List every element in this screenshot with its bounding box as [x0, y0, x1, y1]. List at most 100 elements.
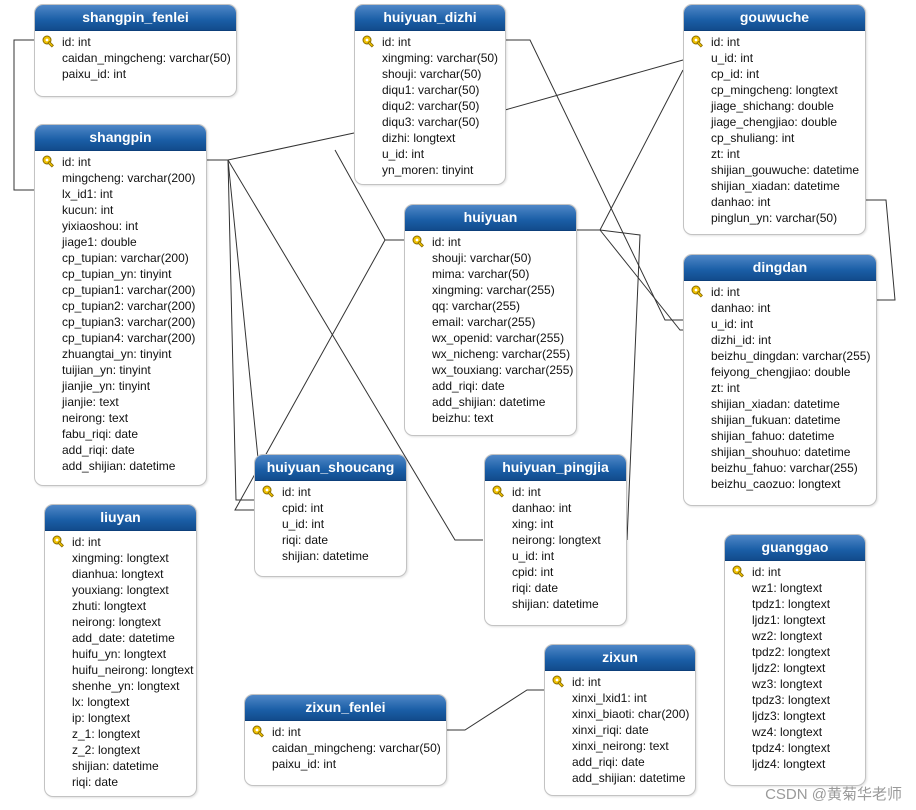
table-field: zt: int	[711, 146, 865, 162]
field-label: cp_id: int	[711, 67, 760, 81]
table-field: diqu1: varchar(50)	[382, 82, 505, 98]
key-icon	[42, 155, 56, 169]
table-field: lx: longtext	[72, 694, 196, 710]
key-icon	[492, 485, 506, 499]
table-field: ljdz1: longtext	[752, 612, 865, 628]
table-title: huiyuan_dizhi	[355, 5, 505, 31]
table-field: z_2: longtext	[72, 742, 196, 758]
field-label: lx: longtext	[72, 695, 130, 709]
table-field: wz2: longtext	[752, 628, 865, 644]
field-label: fabu_riqi: date	[62, 427, 139, 441]
table-field: xing: int	[512, 516, 626, 532]
table-field: lx_id1: int	[62, 186, 206, 202]
field-label: ljdz3: longtext	[752, 709, 826, 723]
table-field: beizhu: text	[432, 410, 576, 426]
table-field: danhao: int	[711, 300, 876, 316]
table-field: riqi: date	[512, 580, 626, 596]
link-dizhi-dingdan	[506, 39, 683, 321]
field-label: shijian_fahuo: datetime	[711, 429, 835, 443]
field-label: xing: int	[512, 517, 554, 531]
field-label: id: int	[272, 725, 301, 739]
field-label: id: int	[432, 235, 461, 249]
table-field: cpid: int	[282, 500, 406, 516]
table-title: liuyan	[45, 505, 196, 531]
field-label: wz1: longtext	[752, 581, 823, 595]
field-label: huifu_neirong: longtext	[72, 663, 194, 677]
table-field: xingming: longtext	[72, 550, 196, 566]
link-huiyuan-dingdan	[599, 229, 683, 331]
field-label: u_id: int	[711, 51, 754, 65]
table-field: jiage_shichang: double	[711, 98, 865, 114]
field-label: riqi: date	[282, 533, 329, 547]
field-label: danhao: int	[711, 301, 771, 315]
field-label: danhao: int	[711, 195, 771, 209]
link-huiyuan-pingjia	[599, 229, 641, 541]
field-label: wx_touxiang: varchar(255)	[432, 363, 574, 377]
table-field: add_riqi: date	[432, 378, 576, 394]
table-field: u_id: int	[282, 516, 406, 532]
table-field: shijian_shouhuo: datetime	[711, 444, 876, 460]
field-label: ljdz2: longtext	[752, 661, 826, 675]
table-field: shouji: varchar(50)	[382, 66, 505, 82]
field-label: cp_tupian_yn: tinyint	[62, 267, 172, 281]
table-field: u_id: int	[711, 316, 876, 332]
field-label: ip: longtext	[72, 711, 131, 725]
field-label: cp_tupian1: varchar(200)	[62, 283, 196, 297]
field-label: cp_shuliang: int	[711, 131, 795, 145]
field-label: shijian_shouhuo: datetime	[711, 445, 851, 459]
link-gouwuche-dingdan	[866, 199, 896, 301]
table-field: jiage1: double	[62, 234, 206, 250]
field-label: z_1: longtext	[72, 727, 141, 741]
field-label: cp_tupian3: varchar(200)	[62, 315, 196, 329]
field-label: xinxi_neirong: text	[572, 739, 669, 753]
field-label: dizhi_id: int	[711, 333, 772, 347]
field-label: shijian_xiadan: datetime	[711, 397, 840, 411]
table-field: wx_nicheng: varchar(255)	[432, 346, 576, 362]
table-field: cp_tupian_yn: tinyint	[62, 266, 206, 282]
table-title: huiyuan	[405, 205, 576, 231]
table-field: z_1: longtext	[72, 726, 196, 742]
table-field: riqi: date	[72, 774, 196, 790]
key-icon	[252, 725, 266, 739]
table-field: mima: varchar(50)	[432, 266, 576, 282]
field-label: tuijian_yn: tinyint	[62, 363, 151, 377]
primary-key-field: id: int	[42, 34, 236, 50]
table-field: jianjie: text	[62, 394, 206, 410]
field-label: neirong: longtext	[512, 533, 601, 547]
table-field: dizhi: longtext	[382, 130, 505, 146]
field-label: cpid: int	[512, 565, 554, 579]
field-label: add_riqi: date	[432, 379, 505, 393]
table-field: add_shijian: datetime	[432, 394, 576, 410]
table-field: cp_tupian: varchar(200)	[62, 250, 206, 266]
field-label: xinxi_lxid1: int	[572, 691, 647, 705]
table-field: ljdz3: longtext	[752, 708, 865, 724]
field-label: id: int	[72, 535, 101, 549]
field-label: xingming: varchar(50)	[382, 51, 499, 65]
field-label: add_shijian: datetime	[572, 771, 686, 785]
primary-key-field: id: int	[262, 484, 406, 500]
field-label: jiage1: double	[62, 235, 137, 249]
table-title: shangpin	[35, 125, 206, 151]
field-label: id: int	[752, 565, 781, 579]
field-label: shijian_xiadan: datetime	[711, 179, 840, 193]
link-huiyuan-gouwuche-b	[504, 59, 684, 111]
link-huiyuan-gouwuche-a	[577, 69, 684, 231]
table-field: add_shijian: datetime	[572, 770, 695, 786]
table-field: shijian_fukuan: datetime	[711, 412, 876, 428]
table-field: zhuangtai_yn: tinyint	[62, 346, 206, 362]
